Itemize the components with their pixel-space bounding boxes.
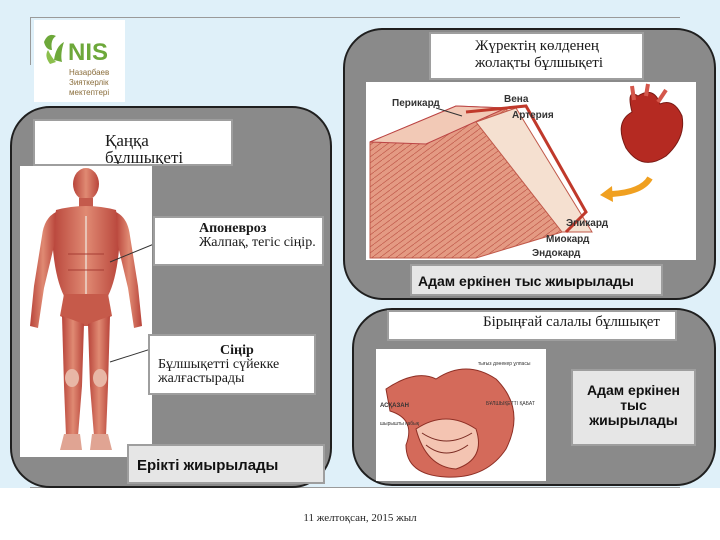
label-pericard: Перикард: [392, 98, 440, 109]
tendon-callout: Сіңір Бұлшықетті сүйекке жалғастырады: [148, 334, 316, 395]
label-endocard: Эндокард: [532, 248, 581, 259]
logo-line2: Зияткерлік: [69, 78, 109, 87]
aponeurosis-title: Апоневроз: [199, 221, 267, 236]
stomach-label-3: БҰЛШЫҚЕТТІ ҚАБАТ: [486, 401, 535, 407]
stomach-label-2: АСҚАЗАН: [380, 403, 409, 409]
label-artery: Артерия: [512, 110, 554, 121]
label-myocard: Миокард: [546, 234, 590, 245]
stomach-label-1: тығыз дәнекер ұлпасы: [478, 361, 531, 367]
aponeurosis-callout: Апоневроз Жалпақ, тегіс сіңір.: [153, 216, 324, 266]
smooth-title: Бірыңғай салалы бұлшықет: [387, 310, 677, 341]
logo-brand: NIS: [68, 39, 108, 66]
cardiac-footer-label: Адам еркінен тыс жиырылады: [410, 264, 663, 296]
tendon-text: Бұлшықетті сүйекке жалғастырады: [158, 357, 280, 386]
footer-date: 11 желтоқсан, 2015 жыл: [303, 512, 417, 524]
bottom-rule: [30, 487, 680, 488]
aponeurosis-text: Жалпақ, тегіс сіңір.: [199, 235, 316, 250]
human-muscle-figure: [20, 166, 155, 457]
nis-logo: NIS Назарбаев Зияткерлік мектептері: [34, 20, 125, 102]
nis-logo-icon: NIS Назарбаев Зияткерлік мектептері: [44, 34, 109, 97]
heart-icon: [620, 83, 684, 163]
top-rule: [30, 17, 680, 18]
tendon-title: Сіңір: [220, 343, 254, 358]
stomach-diagram: тығыз дәнекер ұлпасы АСҚАЗАН БҰЛШЫҚЕТТІ …: [376, 349, 546, 481]
stomach-label-4: шырышты қабық: [380, 421, 420, 427]
skeletal-footer-label: Ерікті жиырылады: [127, 444, 325, 484]
cardiac-title: Жүректің көлденең жолақты бұлшықеті: [429, 32, 644, 80]
arrow-icon: [611, 176, 653, 197]
left-rule: [30, 17, 31, 65]
heart-tissue-diagram: Перикард Вена Артерия Эпикард Миокард Эн…: [366, 82, 696, 260]
smooth-side-label: Адам еркінен тыс жиырылады: [571, 369, 696, 446]
logo-line1: Назарбаев: [69, 68, 109, 77]
label-epicard: Эпикард: [566, 218, 609, 229]
label-vein: Вена: [504, 94, 529, 105]
logo-line3: мектептері: [69, 88, 109, 97]
skeletal-title: Қаңқа бұлшықеті: [33, 119, 233, 166]
